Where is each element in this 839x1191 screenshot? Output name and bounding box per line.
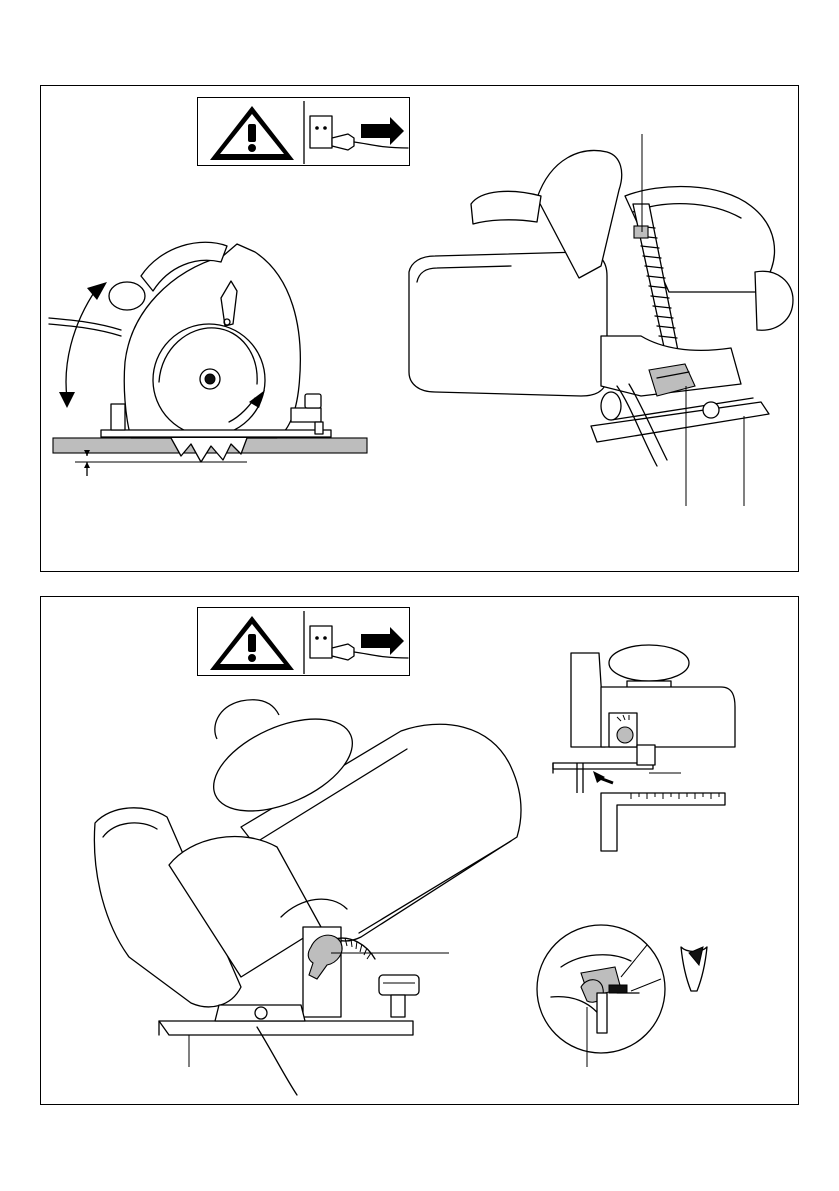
saw-side-view-illustration	[41, 86, 800, 573]
figure-panel-depth-adjustment	[40, 85, 799, 572]
figure-panel-bevel-adjustment	[40, 596, 799, 1105]
adjustment-screw-detail-illustration	[41, 597, 800, 1106]
